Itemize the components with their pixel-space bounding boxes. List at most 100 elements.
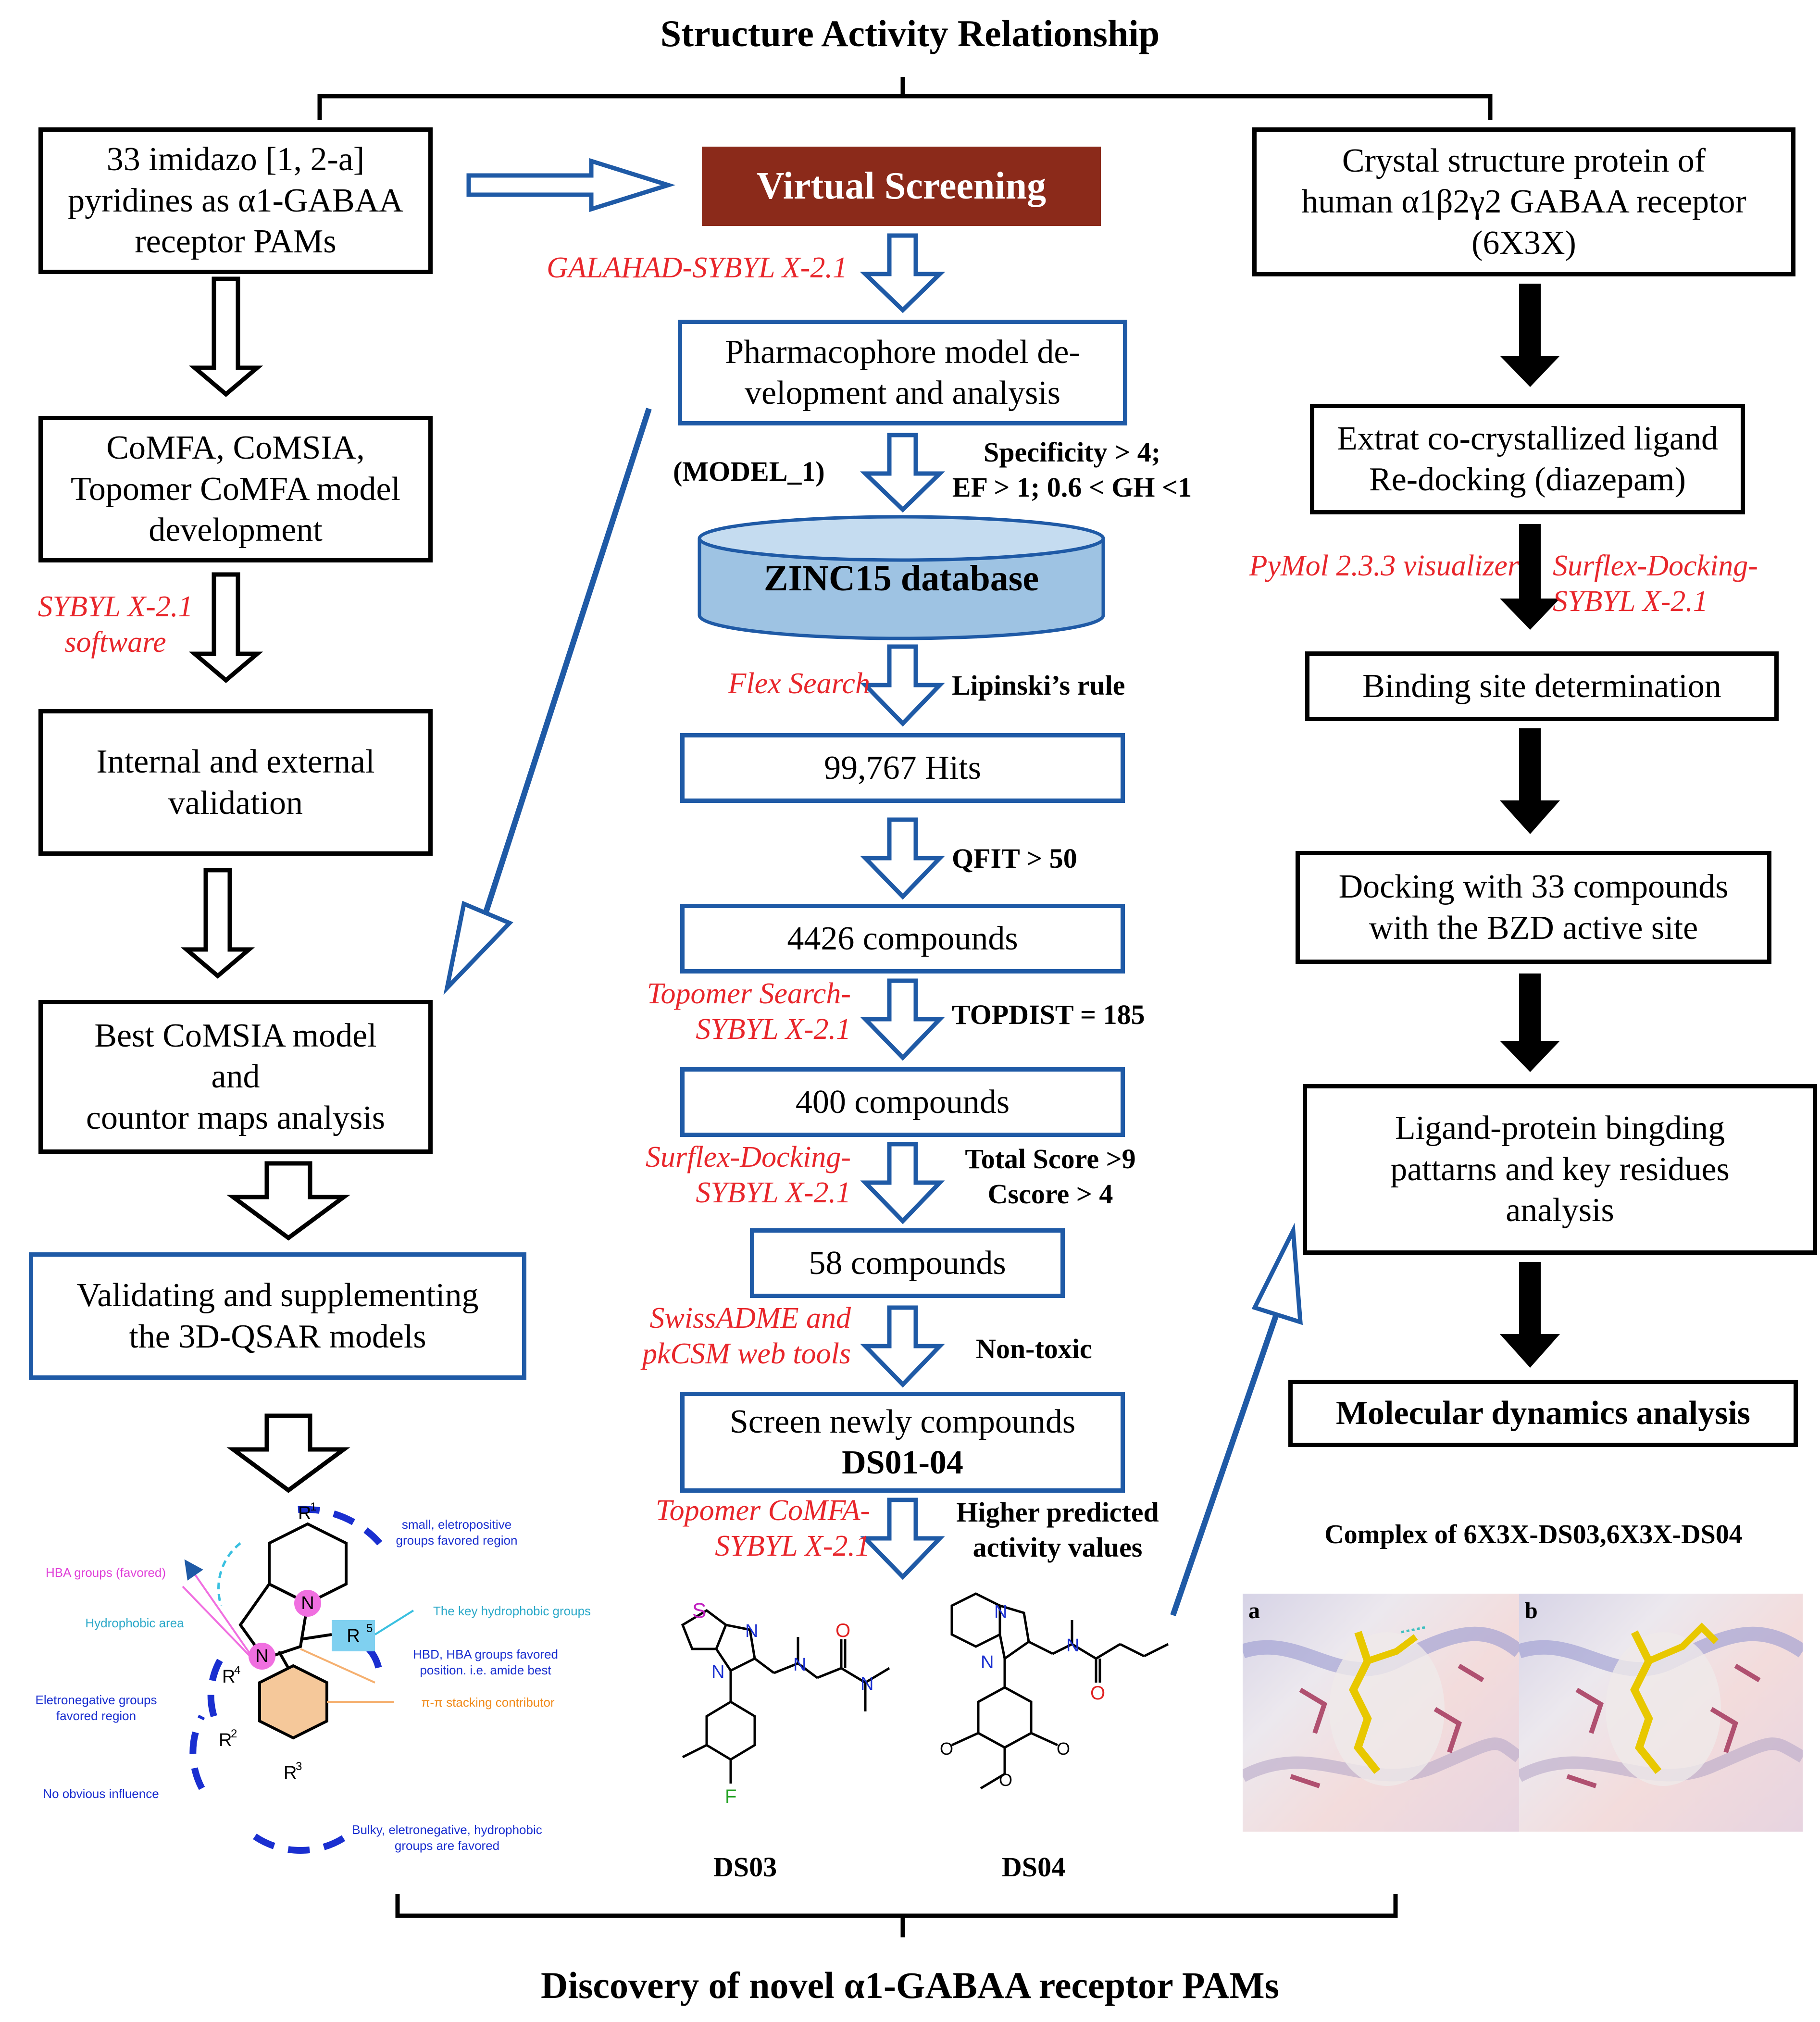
line: small, eletropositive	[401, 1517, 512, 1532]
svg-text:N: N	[711, 1662, 724, 1682]
criteria-specificity: Specificity > 4; EF > 1; 0.6 < GH <1	[937, 435, 1207, 505]
binding-site-box: Binding site determination	[1305, 651, 1779, 721]
complex-panel-a: a	[1243, 1594, 1519, 1832]
pymol-label: PyMol 2.3.3 visualizer	[1249, 549, 1519, 582]
top-title: Structure Activity Relationship	[660, 12, 1160, 54]
line: Specificity > 4;	[983, 437, 1161, 468]
svg-text:N: N	[1066, 1635, 1079, 1656]
line: activity values	[972, 1531, 1143, 1563]
ligand-protein-box: Ligand-protein bingding pattarns and key…	[1303, 1084, 1817, 1255]
line: HBD, HBA groups favored	[412, 1647, 559, 1661]
line: Ligand-protein bingding	[1395, 1110, 1725, 1147]
ds04-label: DS04	[1001, 1851, 1066, 1883]
top-brace	[317, 77, 1493, 120]
compounds-4426-box: 4426 compounds	[680, 904, 1125, 974]
model-label: (MODEL_1)	[673, 456, 825, 487]
svg-text:O: O	[999, 1770, 1012, 1790]
sar-structure-diagram: N N R 5 R1 R4 R2 R3	[182, 1500, 414, 1854]
line: groups are favored	[394, 1838, 500, 1853]
criteria-qfit: QFIT > 50	[952, 843, 1077, 874]
sybyl-software-label: SYBYL X-2.1 software	[19, 589, 212, 661]
compounds-58-box: 58 compounds	[750, 1228, 1065, 1298]
svg-text:N: N	[981, 1652, 994, 1673]
flex-search-label: Flex Search	[728, 667, 871, 700]
svg-text:N: N	[793, 1655, 806, 1675]
line: analysis	[1506, 1192, 1614, 1229]
line: CoMFA, CoMSIA,	[106, 429, 365, 467]
swissadme-label: SwissADME and pkCSM web tools	[596, 1300, 851, 1372]
hits-box: 99,767 Hits	[680, 733, 1125, 803]
panel-b-label: b	[1525, 1598, 1538, 1623]
complex-b-render	[1519, 1623, 1803, 1788]
sar-label-hbd-hba: HBD, HBA groups favored position. i.e. a…	[399, 1647, 572, 1678]
line: receptor PAMs	[135, 223, 337, 261]
sar-label-pi-stacking: π-π stacking contributor	[421, 1695, 555, 1710]
svg-text:O: O	[1057, 1739, 1070, 1759]
zinc15-database-label: ZINC15 database	[763, 558, 1039, 599]
line: Pharmacophore model de-	[725, 333, 1080, 371]
line: Crystal structure protein of	[1342, 142, 1706, 179]
svg-text:N: N	[255, 1646, 268, 1666]
imidazopyridines-box: 33 imidazo [1, 2-a] pyridines as α1-GABA…	[38, 127, 433, 274]
line: with the BZD active site	[1369, 909, 1698, 947]
criteria-non-toxic: Non-toxic	[976, 1333, 1092, 1364]
line: Screen newly compounds	[729, 1403, 1076, 1440]
complex-panel-b: b	[1519, 1594, 1803, 1832]
svg-text:R: R	[298, 1503, 311, 1523]
validating-supplementing-box: Validating and supplementing the 3D-QSAR…	[29, 1252, 526, 1380]
topomer-search-label: Topomer Search- SYBYL X-2.1	[601, 976, 851, 1048]
right-arrows	[1500, 284, 1560, 1368]
line: EF > 1; 0.6 < GH <1	[952, 471, 1192, 503]
line: human α1β2γ2 GABAA receptor	[1301, 183, 1746, 221]
svg-text:N: N	[301, 1593, 314, 1613]
validation-box: Internal and external validation	[38, 709, 433, 856]
line: Docking with 33 compounds	[1338, 868, 1729, 906]
line: Bulky, eletronegative, hydrophobic	[352, 1822, 542, 1837]
line: position. i.e. amide best	[420, 1662, 551, 1677]
line: SYBYL X-2.1	[715, 1530, 870, 1563]
svg-text:N: N	[994, 1602, 1007, 1622]
sar-label-key-hydrophobic: The key hydrophobic groups	[433, 1604, 591, 1618]
line: SYBYL X-2.1	[37, 590, 193, 623]
line: groups favored region	[396, 1533, 518, 1548]
line: Surflex-Docking-	[1553, 549, 1758, 582]
svg-text:4: 4	[234, 1664, 240, 1677]
line: validation	[168, 784, 303, 822]
line: Eletronegative groups	[35, 1693, 157, 1707]
criteria-higher-predicted: Higher predicted activity values	[942, 1495, 1173, 1565]
panel-a-label: a	[1248, 1598, 1260, 1623]
line: (6X3X)	[1471, 224, 1576, 262]
qsar-model-box: CoMFA, CoMSIA, Topomer CoMFA model devel…	[38, 416, 433, 562]
best-comsia-box: Best CoMSIA model and countor maps analy…	[38, 1000, 433, 1154]
line: Re-docking (diazepam)	[1369, 461, 1686, 498]
line: 33 imidazo [1, 2-a]	[106, 141, 365, 178]
ds04-structure: N N N O O O O	[940, 1592, 1169, 1790]
line: Extrat co-crystallized ligand	[1336, 420, 1718, 457]
line: favored region	[56, 1708, 137, 1723]
svg-text:R: R	[284, 1763, 297, 1783]
ds03-label: DS03	[713, 1851, 777, 1883]
line: and	[211, 1058, 260, 1096]
line: Topomer CoMFA-	[655, 1494, 870, 1527]
line: pkCSM web tools	[642, 1337, 851, 1371]
line: software	[64, 626, 166, 659]
galahad-label: GALAHAD-SYBYL X-2.1	[547, 251, 848, 284]
molecular-dynamics-box: Molecular dynamics analysis	[1288, 1380, 1798, 1447]
sar-label-bulky: Bulky, eletronegative, hydrophobic group…	[332, 1822, 562, 1853]
line: pyridines as α1-GABAA	[68, 182, 403, 219]
sar-label-eletronegative: Eletronegative groups favored region	[10, 1692, 183, 1723]
line: Best CoMSIA model	[94, 1017, 377, 1054]
crystal-structure-box: Crystal structure protein of human α1β2γ…	[1252, 127, 1795, 276]
middle-arrows	[860, 233, 946, 1580]
svg-text:5: 5	[366, 1622, 373, 1635]
complex-a-render	[1243, 1626, 1519, 1788]
sar-label-no-influence: No obvious influence	[43, 1786, 159, 1801]
complex-title: Complex of 6X3X-DS03,6X3X-DS04	[1324, 1520, 1743, 1549]
bottom-brace	[395, 1894, 1398, 1937]
sar-label-eletropositive: small, eletropositive groups favored reg…	[380, 1517, 534, 1548]
sar-label-hydrophobic-area: Hydrophobic area	[85, 1616, 184, 1630]
line: SYBYL X-2.1	[1553, 585, 1708, 618]
svg-text:3: 3	[296, 1760, 302, 1773]
svg-text:1: 1	[310, 1500, 316, 1513]
